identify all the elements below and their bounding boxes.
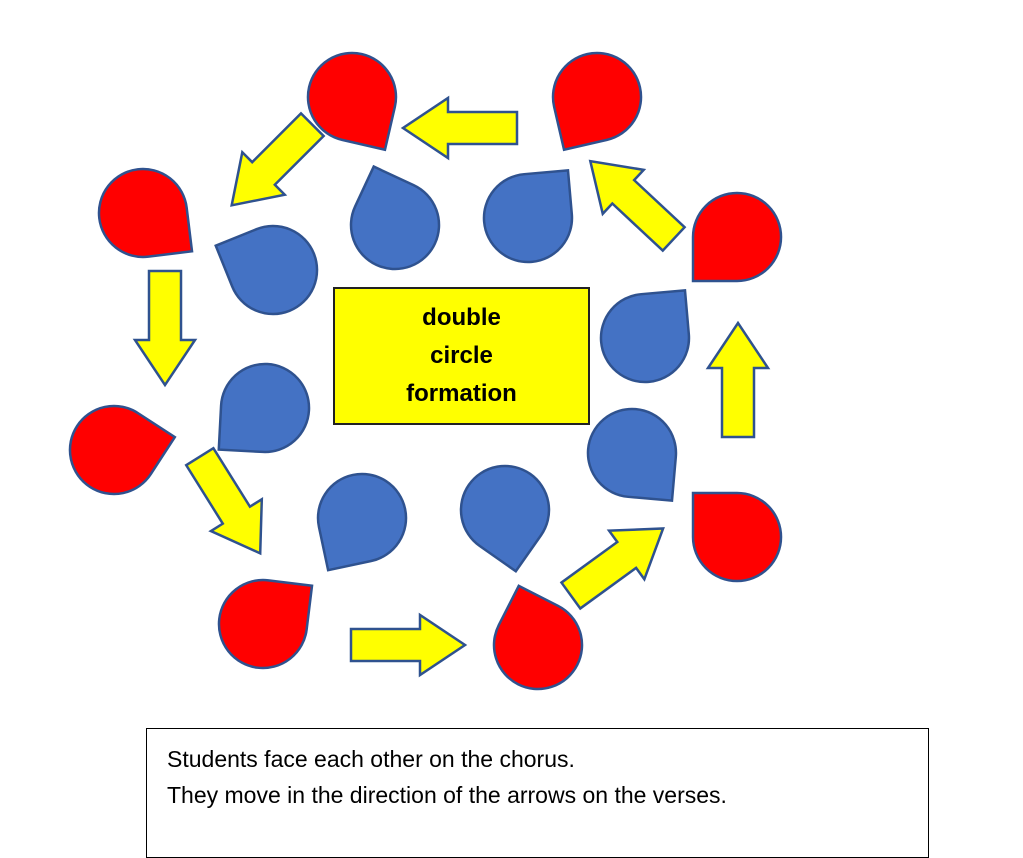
arrow-up-icon [706, 321, 770, 439]
arrow-left-icon [401, 96, 519, 160]
arrow-down-right-icon [173, 439, 287, 571]
red-student-4 [660, 460, 801, 601]
arrow-up-right-icon [552, 502, 682, 622]
red-student-7 [60, 392, 186, 504]
red-student-8 [79, 149, 221, 288]
title-line-2: circle [430, 342, 493, 369]
instruction-line-1: Students face each other on the chorus. [167, 746, 575, 772]
arrow-down-icon [133, 269, 197, 387]
blue-student-8 [197, 203, 332, 329]
instruction-line-2: They move in the direction of the arrows… [167, 782, 727, 808]
arrow-right-icon [349, 613, 467, 677]
blue-student-6 [289, 455, 425, 596]
blue-student-5 [452, 457, 561, 581]
red-student-2 [525, 35, 659, 175]
instructions-box: Students face each other on the chorus. … [146, 728, 929, 858]
red-student-6 [199, 549, 341, 688]
blue-student-4 [568, 389, 707, 531]
title-line-1: double [422, 304, 501, 331]
blue-student-2 [464, 140, 603, 282]
red-student-1 [290, 35, 424, 175]
arrow-up-left-icon [568, 137, 696, 263]
formation-title-box: double circle formation [333, 287, 590, 425]
title-line-3: formation [406, 380, 517, 407]
blue-student-3 [581, 260, 720, 402]
blue-student-1 [331, 150, 453, 283]
